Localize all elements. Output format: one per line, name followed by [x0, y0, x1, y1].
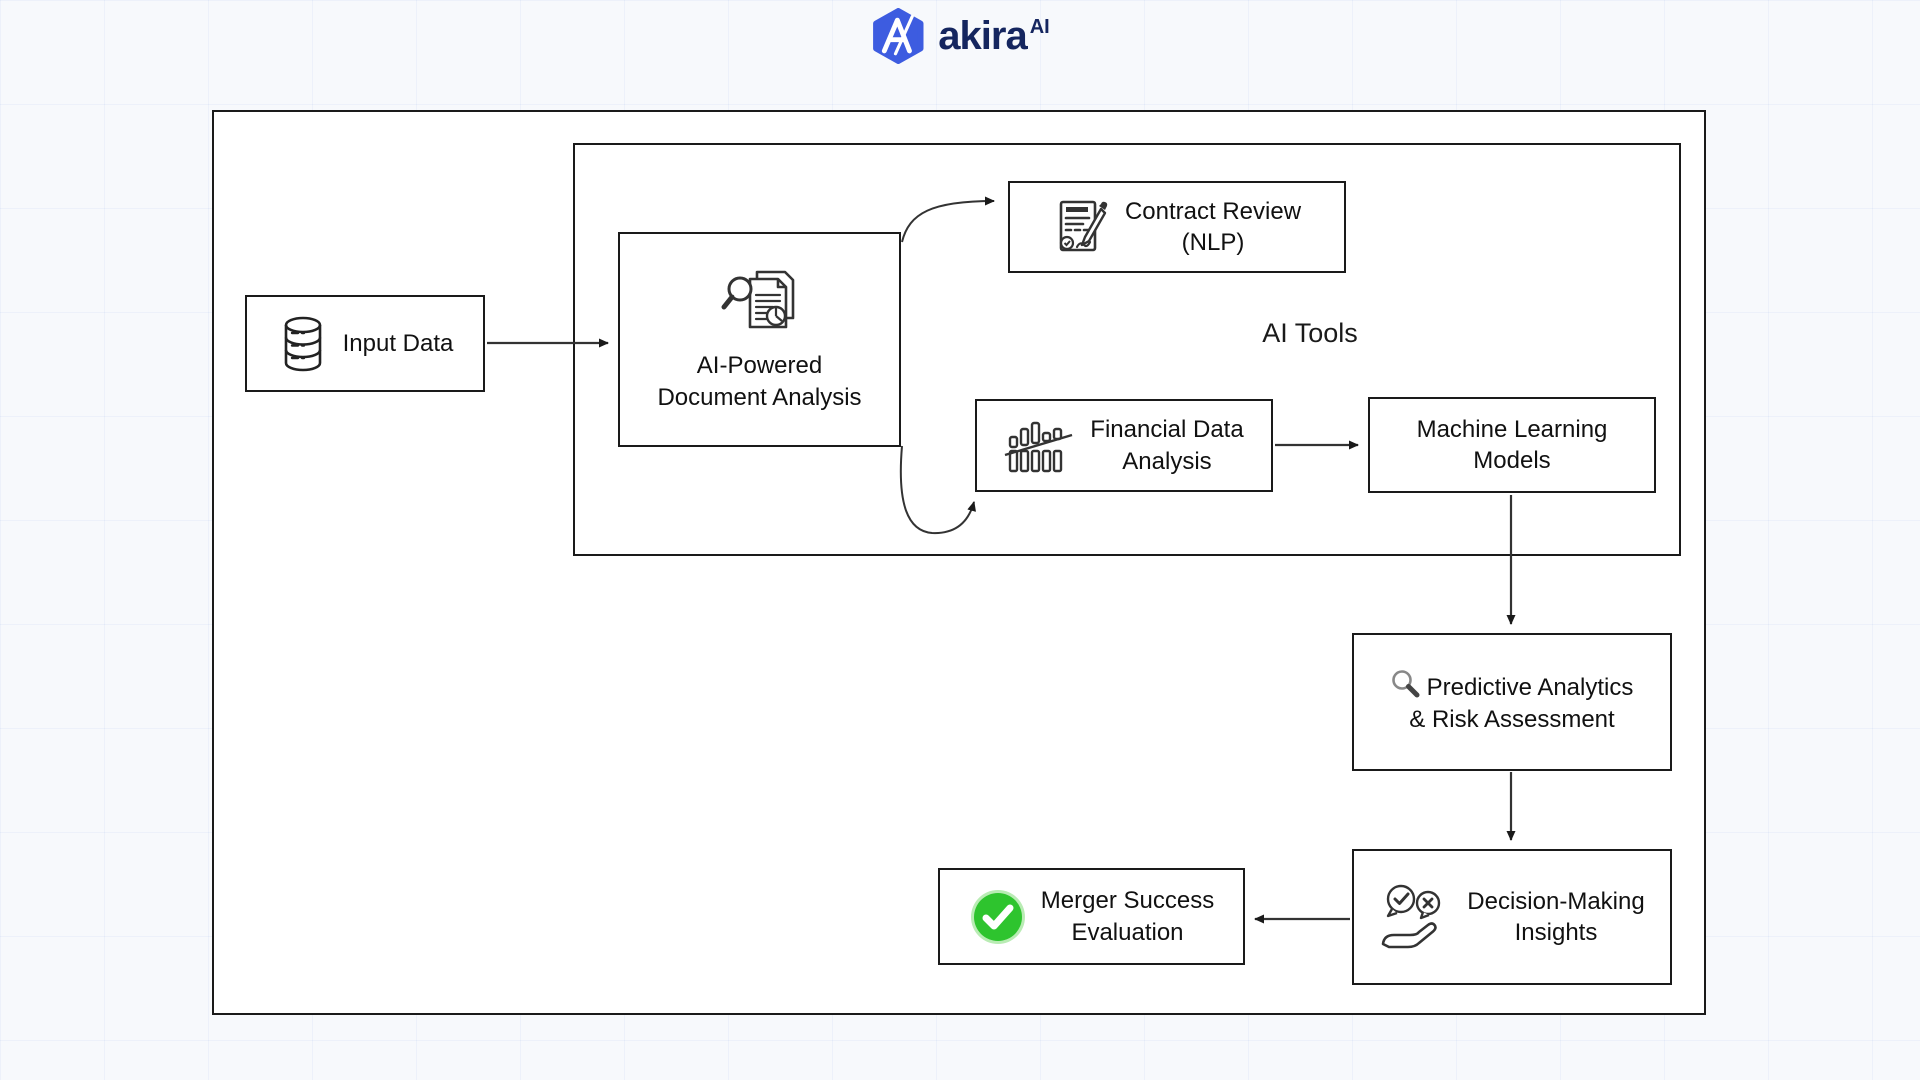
- ai-tools-group-label: AI Tools: [1262, 318, 1358, 348]
- node-label-line2: (NLP): [1181, 229, 1245, 256]
- node-ml-models: Machine Learning Models: [1368, 397, 1656, 493]
- node-label-line1: Machine Learning: [1416, 415, 1608, 443]
- check-success-icon: [970, 889, 1025, 944]
- node-input-data: Input Data: [245, 295, 485, 392]
- node-document-analysis: AI-Powered Document Analysis: [618, 232, 901, 447]
- node-label-line1: Predictive Analytics: [1391, 669, 1633, 703]
- database-icon: [284, 316, 321, 371]
- bar-chart-icon: [1004, 421, 1073, 472]
- node-label-line2: Evaluation: [1071, 918, 1184, 946]
- akira-hexagon-logo-icon: [873, 8, 924, 64]
- node-label: Input Data: [342, 329, 454, 357]
- node-label-line1: Merger Success: [1040, 887, 1215, 915]
- node-label-line1: Decision-Making: [1467, 887, 1645, 915]
- node-merger-success: Merger Success Evaluation: [938, 868, 1245, 965]
- brand-superscript: AI: [1029, 16, 1050, 38]
- hand-feedback-icon: [1381, 884, 1441, 949]
- node-label-line2: Analysis: [1122, 447, 1212, 475]
- ai-tools-group-frame: [573, 143, 1681, 556]
- document-search-icon: [721, 271, 794, 329]
- node-label-line2: Models: [1473, 447, 1551, 474]
- node-decision-insights: Decision-Making Insights: [1352, 849, 1672, 985]
- contract-sign-icon: [1059, 200, 1108, 252]
- node-contract-review: Contract Review (NLP): [1008, 181, 1346, 273]
- node-label-line1: Financial Data: [1090, 416, 1244, 444]
- magnifier-icon: [1391, 670, 1420, 698]
- node-label-line1: AI-Powered: [696, 352, 823, 380]
- node-financial-analysis: Financial Data Analysis: [975, 399, 1273, 492]
- node-label-line2: Insights: [1514, 919, 1598, 946]
- node-label-line1: Contract Review: [1124, 197, 1302, 225]
- node-label-line2: & Risk Assessment: [1409, 705, 1615, 733]
- node-label-line2: Document Analysis: [657, 383, 862, 411]
- node-predictive-analytics: Predictive Analytics & Risk Assessment: [1352, 633, 1672, 771]
